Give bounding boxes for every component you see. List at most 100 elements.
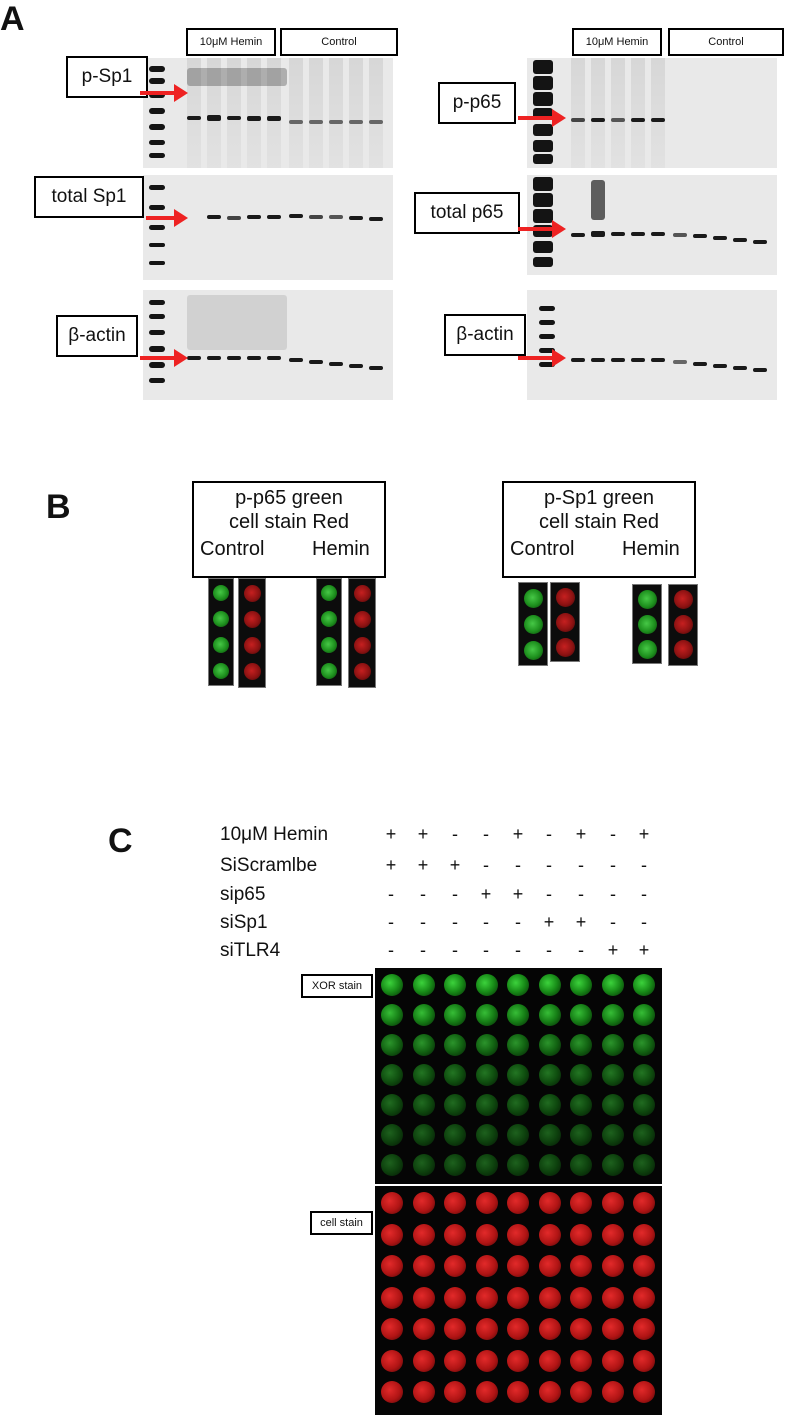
plus-sign: + [417, 824, 429, 844]
well [633, 1034, 655, 1056]
well [444, 1381, 466, 1403]
minus-sign: - [578, 884, 584, 904]
minus-sign: - [483, 912, 489, 932]
well [633, 1094, 655, 1116]
well [570, 1094, 592, 1116]
well [475, 1349, 498, 1372]
well [507, 1223, 529, 1246]
well [570, 1349, 592, 1372]
well [412, 1255, 435, 1277]
well [538, 1192, 561, 1214]
well [444, 974, 466, 996]
well [412, 1094, 435, 1116]
well [475, 1034, 498, 1056]
well [507, 1094, 529, 1116]
minus-sign: - [515, 912, 521, 932]
well [601, 1064, 624, 1086]
condition-label: siSp1 [220, 912, 268, 933]
minus-sign: - [420, 940, 426, 960]
cell-stain-plate [375, 1186, 662, 1415]
minus-sign: - [452, 824, 458, 844]
well [444, 1192, 466, 1214]
well [507, 1034, 529, 1056]
well [633, 1381, 655, 1403]
well [538, 1094, 561, 1116]
arrow-p-sp1 [140, 84, 188, 102]
well [601, 974, 624, 996]
minus-sign: - [610, 824, 616, 844]
plus-sign: + [575, 912, 587, 932]
well [538, 1286, 561, 1309]
well [412, 1381, 435, 1403]
well [601, 1124, 624, 1146]
well [381, 1381, 403, 1403]
well [381, 1094, 403, 1116]
legend-line2: cell stain Red [538, 511, 660, 533]
minus-sign: - [483, 824, 489, 844]
well [412, 1192, 435, 1214]
well [538, 1349, 561, 1372]
well [381, 974, 403, 996]
plus-sign: + [385, 855, 397, 875]
arrow-total-sp1 [146, 209, 188, 227]
minus-sign: - [452, 912, 458, 932]
plus-sign: + [449, 855, 461, 875]
panel-a-letter: A [0, 0, 25, 38]
condition-label: 10μM Hemin [220, 824, 329, 845]
blot-p-p65 [527, 58, 777, 168]
plus-sign: + [385, 824, 397, 844]
label-total-p65: total p65 [414, 192, 520, 234]
well [444, 1064, 466, 1086]
minus-sign: - [420, 884, 426, 904]
well [381, 1004, 403, 1026]
well [412, 1004, 435, 1026]
well [412, 1034, 435, 1056]
well [601, 1381, 624, 1403]
well [538, 1124, 561, 1146]
well [601, 1255, 624, 1277]
well [633, 1318, 655, 1340]
panel-b-letter: B [46, 488, 71, 526]
well [444, 1286, 466, 1309]
xor-stain-label: XOR stain [301, 974, 373, 998]
strip-hemin-red [348, 578, 376, 688]
plus-sign: + [638, 940, 650, 960]
well [601, 1223, 624, 1246]
well [633, 1124, 655, 1146]
well [570, 974, 592, 996]
well [507, 1255, 529, 1277]
well [444, 1124, 466, 1146]
arrow-beta-actin-left [140, 349, 188, 367]
minus-sign: - [578, 940, 584, 960]
well [601, 1349, 624, 1372]
well [475, 1286, 498, 1309]
minus-sign: - [610, 912, 616, 932]
plus-sign: + [607, 940, 619, 960]
well [444, 1318, 466, 1340]
condition-label: sip65 [220, 884, 266, 905]
panel-c-letter: C [108, 822, 133, 860]
strip-control-green [518, 582, 548, 666]
well [412, 974, 435, 996]
well [444, 1154, 466, 1176]
well [570, 1004, 592, 1026]
well [444, 1255, 466, 1277]
arrow-beta-actin-right [518, 349, 566, 367]
legend-treatment: Hemin [312, 538, 370, 560]
well [570, 1154, 592, 1176]
minus-sign: - [515, 855, 521, 875]
well [507, 1349, 529, 1372]
strip-hemin-red [668, 584, 698, 666]
minus-sign: - [610, 884, 616, 904]
legend-control: Control [200, 538, 265, 560]
well [601, 1286, 624, 1309]
legend-line1: p-Sp1 green [543, 487, 655, 509]
control-header-right: Control [668, 28, 784, 56]
well [538, 1154, 561, 1176]
strip-control-red [238, 578, 266, 688]
well [475, 1124, 498, 1146]
hemin-header-right: 10μM Hemin [572, 28, 662, 56]
minus-sign: - [483, 855, 489, 875]
minus-sign: - [641, 884, 647, 904]
well [570, 1286, 592, 1309]
